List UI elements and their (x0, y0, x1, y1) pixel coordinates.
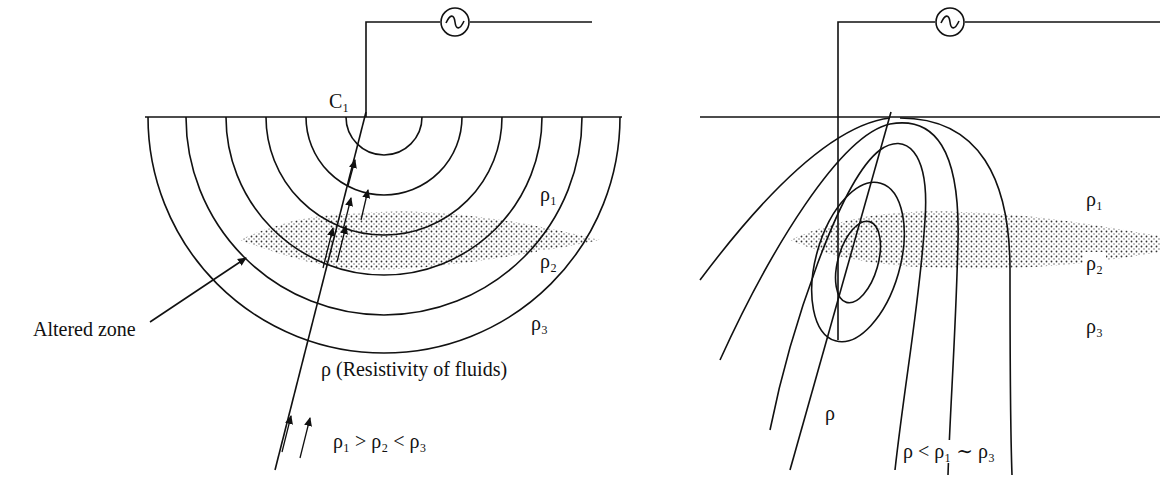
equipotential-lines (700, 118, 1012, 475)
ground-surface (700, 116, 1160, 118)
electrode-wire (838, 22, 935, 340)
fluid-resistivity-label: ρ (822, 402, 838, 425)
flow-arrows (282, 160, 368, 458)
ground-surface (145, 116, 622, 118)
fault-line (275, 112, 366, 470)
resistivity-label: ρ₃ (528, 312, 551, 335)
wire (470, 21, 592, 23)
zone-label: Altered zone (30, 318, 139, 341)
electrode-label: C₁ (326, 90, 352, 113)
resistivity-label: ρ₁ (537, 183, 560, 206)
resistivity-label: ρ₂ (537, 250, 560, 273)
resistivity-label: ρ₂ (1083, 252, 1106, 275)
ac-source-symbol (441, 8, 469, 36)
relation-note: ρ < ρ₁ ∼ ρ₃ (900, 440, 998, 463)
fault-line (790, 112, 891, 470)
ac-source-symbol (936, 8, 964, 36)
leader-line (150, 258, 246, 322)
resistivity-label: ρ₃ (1083, 315, 1106, 338)
fluid-resistivity-label: ρ (Resistivity of fluids) (318, 358, 510, 381)
equipotential-lines (148, 117, 620, 353)
relation-note: ρ₁ > ρ₂ < ρ₃ (330, 430, 429, 453)
resistivity-label: ρ₁ (1083, 188, 1106, 211)
wire (965, 21, 1160, 23)
wire (366, 22, 440, 117)
